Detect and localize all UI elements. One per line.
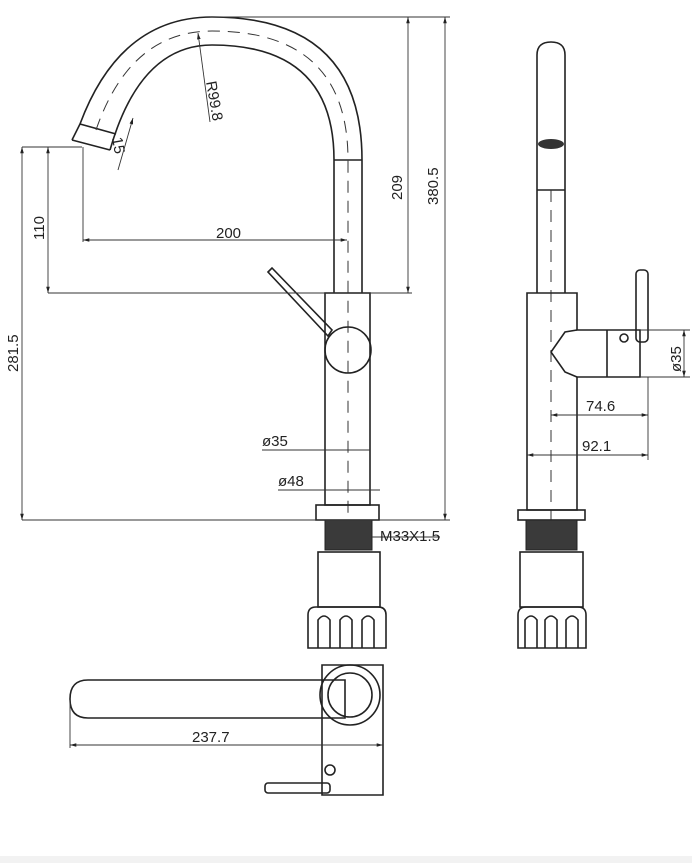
dim-base-diameter: ø48: [278, 473, 304, 490]
dim-spout-length: 237.7: [192, 729, 230, 746]
top-lever: [264, 782, 331, 794]
dim-total-height: 380.5: [425, 167, 442, 205]
side-spout: [536, 41, 566, 293]
handle-hub: [324, 326, 372, 374]
dim-thread: M33X1.5: [380, 528, 440, 545]
spout-inner: [109, 44, 335, 293]
front-dimensions: 380.5 209 281.5 110 200 R99.8 15 ø35 ø48…: [5, 16, 450, 545]
spout-outer: [71, 16, 363, 293]
dim-spout-clearance: 110: [31, 216, 48, 240]
front-view: [71, 16, 387, 649]
dim-handle-depth: 74.6: [586, 398, 615, 415]
top-view: 237.7: [69, 664, 384, 796]
dim-body-diameter: ø35: [262, 433, 288, 450]
side-body: [526, 292, 641, 511]
top-spout: [69, 679, 346, 719]
dim-handle-total: 92.1: [582, 438, 611, 455]
dim-spout-height: 209: [389, 175, 406, 200]
side-lever: [635, 269, 649, 343]
thread-shank: [324, 519, 373, 551]
dim-side-handle-diameter: ø35: [668, 346, 685, 372]
footer-strip: [0, 856, 692, 863]
dim-radius: R99.8: [202, 80, 226, 122]
dim-outlet-height: 281.5: [5, 334, 22, 372]
side-view: ø35 74.6 92.1: [517, 41, 690, 649]
dim-spout-tip: 15: [108, 136, 128, 155]
dim-reach: 200: [216, 225, 241, 242]
lever: [266, 266, 334, 338]
